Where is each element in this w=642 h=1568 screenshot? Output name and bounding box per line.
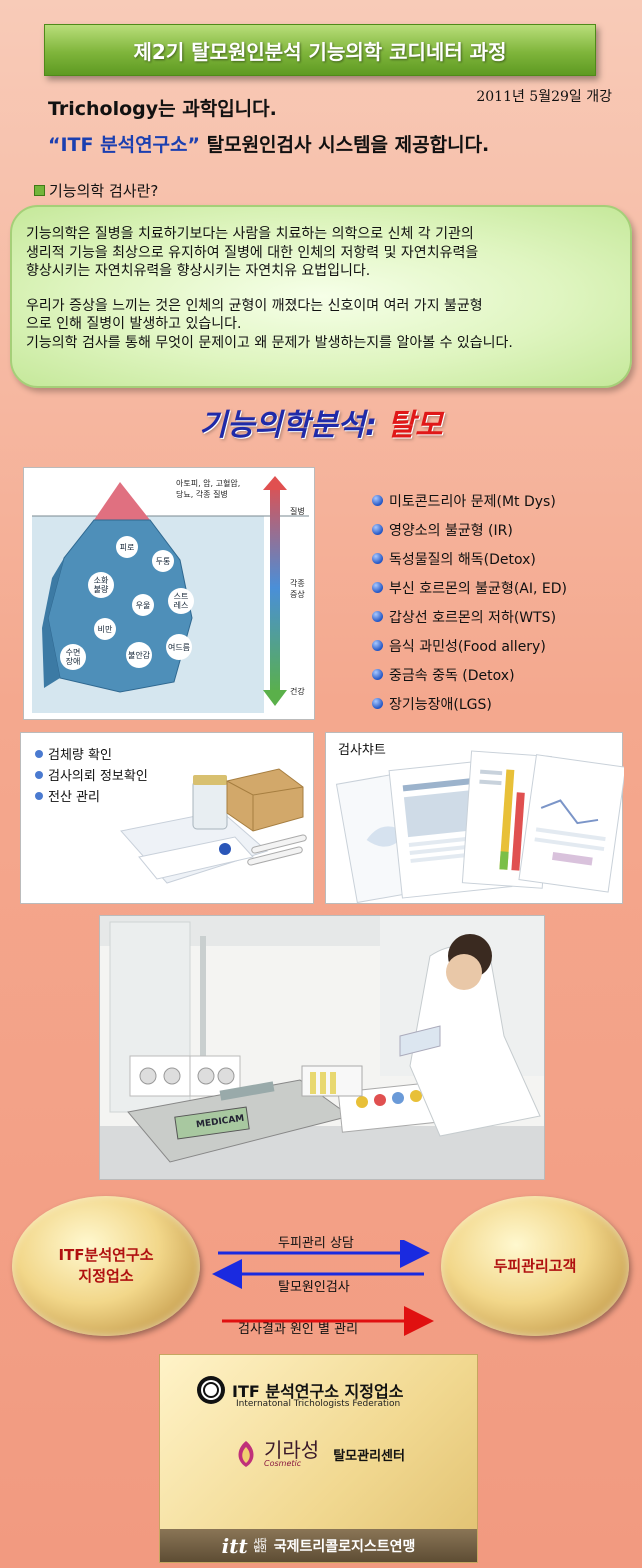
list-item-text: 중금속 중독 (Detox) bbox=[389, 667, 515, 684]
list-item: 장기능장애(LGS) bbox=[372, 689, 567, 718]
symptom-bubble: 피로 bbox=[116, 536, 138, 558]
blue-bullet-icon bbox=[372, 524, 383, 535]
lab-photo: MEDICAM bbox=[99, 915, 545, 1180]
list-item-text: 영양소의 불균형 (IR) bbox=[389, 522, 513, 539]
certificate-panel: ITF 분석연구소 지정업소 Internatonal Trichologist… bbox=[159, 1354, 478, 1563]
headline-trichology: Trichology는 과학입니다. bbox=[48, 98, 277, 120]
symptom-bubble: 우울 bbox=[132, 594, 154, 616]
symptom-bubble: 여드름 bbox=[166, 634, 192, 660]
brand-name: 기라성 bbox=[264, 1438, 320, 1462]
test-chart-panel: 검사챠트 bbox=[325, 732, 624, 904]
bullet-icon bbox=[34, 185, 45, 196]
symptom-bubble: 비만 bbox=[94, 618, 116, 640]
info-paragraph-1: 기능의학은 질병을 치료하기보다는 사람을 치료하는 의학으로 신체 각 기관의… bbox=[26, 226, 479, 279]
symptom-bubble: 스트 레스 bbox=[168, 588, 194, 614]
list-item-text: 갑상선 호르몬의 저하(WTS) bbox=[389, 609, 557, 626]
footer-small-label: 사단법인 bbox=[253, 1537, 267, 1553]
bullet-icon bbox=[35, 749, 43, 758]
blue-bullet-icon bbox=[372, 495, 383, 506]
list-item-text: 독성물질의 해독(Detox) bbox=[389, 551, 536, 568]
scale-bottom-label: 건강 bbox=[290, 687, 305, 696]
blue-bullet-icon bbox=[372, 669, 383, 680]
list-item-text: 검사의뢰 정보확인 bbox=[48, 769, 148, 784]
lab-scene-illustration bbox=[100, 916, 544, 1179]
list-item-text: 검체량 확인 bbox=[48, 748, 112, 763]
info-paragraph-2: 우리가 증상을 느끼는 것은 인체의 균형이 깨졌다는 신호이며 여러 가지 불… bbox=[26, 297, 513, 351]
test-kit-panel: 검체량 확인 검사의뢰 정보확인 전산 관리 bbox=[20, 732, 314, 904]
list-item: 미토콘드리아 문제(Mt Dys) bbox=[372, 486, 567, 515]
cert-title-row: ITF 분석연구소 지정업소 bbox=[196, 1375, 403, 1405]
flow-step-2-label: 탈모원인검사 bbox=[278, 1280, 350, 1295]
brand-subname: Cosmetic bbox=[264, 1459, 302, 1468]
customer-label: 두피관리고객 bbox=[493, 1256, 577, 1275]
cert-title: ITF 분석연구소 지정업소 bbox=[232, 1382, 404, 1401]
bullet-icon bbox=[35, 791, 43, 800]
list-item: 음식 과민성(Food allery) bbox=[372, 631, 567, 660]
itf-seal-icon bbox=[197, 1376, 225, 1404]
blue-bullet-icon bbox=[372, 582, 383, 593]
symptom-bubble: 두통 bbox=[152, 550, 174, 572]
list-item: 검사의뢰 정보확인 bbox=[35, 764, 148, 785]
report-sheets-illustration bbox=[335, 750, 624, 904]
symptom-bubble: 소화 불량 bbox=[88, 572, 114, 598]
headline-itf-rest: 탈모원인검사 시스템을 제공합니다. bbox=[200, 134, 490, 156]
cert-footer: itt 사단법인 국제트리콜로지스트연맹 bbox=[160, 1529, 477, 1562]
flow-arrows bbox=[212, 1240, 434, 1336]
blue-bullet-icon bbox=[372, 640, 383, 651]
problem-list: 미토콘드리아 문제(Mt Dys) 영양소의 불균형 (IR) 독성물질의 해독… bbox=[372, 486, 567, 718]
flow-step-1-label: 두피관리 상담 bbox=[278, 1236, 354, 1251]
brand-logo-icon bbox=[238, 1441, 254, 1467]
test-chart-title: 검사챠트 bbox=[338, 743, 386, 758]
scale-mid-label: 각종 증상 bbox=[290, 579, 305, 599]
headline-itf: “ITF 분석연구소” 탈모원인검사 시스템을 제공합니다. bbox=[48, 130, 489, 157]
kit-checklist: 검체량 확인 검사의뢰 정보확인 전산 관리 bbox=[35, 743, 148, 806]
list-item-text: 음식 과민성(Food allery) bbox=[389, 638, 546, 655]
iceberg-diagram: 아토피, 암, 고혈압, 당뇨, 각종 질병 질병 각종 증상 건강 피로 두통… bbox=[23, 467, 315, 720]
blue-bullet-icon bbox=[372, 611, 383, 622]
bullet-icon bbox=[35, 770, 43, 779]
list-item: 중금속 중독 (Detox) bbox=[372, 660, 567, 689]
customer-circle: 두피관리고객 bbox=[441, 1196, 629, 1336]
headline-itf-highlight: “ITF 분석연구소” bbox=[48, 134, 200, 156]
symptom-bubble: 불안감 bbox=[126, 642, 152, 668]
list-item-text: 장기능장애(LGS) bbox=[389, 696, 492, 713]
footer-org-name: 국제트리콜로지스트연맹 bbox=[273, 1538, 416, 1555]
analysis-title-accent: 탈모 bbox=[387, 408, 443, 443]
itt-logo: itt bbox=[221, 1533, 248, 1558]
list-item-text: 전산 관리 bbox=[48, 790, 100, 805]
flow-step-3-label: 검사결과 원인 별 관리 bbox=[238, 1322, 359, 1337]
list-item: 영양소의 불균형 (IR) bbox=[372, 515, 567, 544]
open-date: 2011년 5월29일 개강 bbox=[476, 89, 612, 105]
blue-bullet-icon bbox=[372, 553, 383, 564]
symptom-bubble: 수면 장애 bbox=[60, 644, 86, 670]
list-item-text: 미토콘드리아 문제(Mt Dys) bbox=[389, 493, 556, 510]
list-item: 전산 관리 bbox=[35, 785, 148, 806]
section-heading: 기능의학 검사란? bbox=[34, 180, 158, 201]
analysis-title: 기능의학분석: 탈모 bbox=[0, 400, 642, 444]
list-item: 부신 호르몬의 불균형(AI, ED) bbox=[372, 573, 567, 602]
list-item-text: 부신 호르몬의 불균형(AI, ED) bbox=[389, 580, 567, 597]
list-item: 갑상선 호르몬의 저하(WTS) bbox=[372, 602, 567, 631]
itf-lab-circle: ITF분석연구소 지정업소 bbox=[12, 1196, 200, 1336]
cert-subtitle: Internatonal Trichologists Federation bbox=[236, 1399, 401, 1409]
list-item: 독성물질의 해독(Detox) bbox=[372, 544, 567, 573]
section-heading-text: 기능의학 검사란? bbox=[49, 182, 159, 200]
cert-brand-row: 기라성 Cosmetic 탈모관리센터 bbox=[234, 1439, 405, 1469]
info-box: 기능의학은 질병을 치료하기보다는 사람을 치료하는 의학으로 신체 각 기관의… bbox=[10, 205, 632, 388]
course-banner: 제2기 탈모원인분석 기능의학 코디네터 과정 bbox=[44, 24, 596, 76]
blue-bullet-icon bbox=[372, 698, 383, 709]
care-center-label: 탈모관리센터 bbox=[333, 1448, 405, 1464]
brand-name-block: 기라성 Cosmetic bbox=[264, 1440, 319, 1468]
scale-top-label: 질병 bbox=[290, 507, 305, 516]
list-item: 검체량 확인 bbox=[35, 743, 148, 764]
test-kit-illustration bbox=[120, 768, 307, 884]
analysis-title-main: 기능의학분석: bbox=[199, 408, 377, 443]
itf-lab-label: ITF분석연구소 지정업소 bbox=[58, 1246, 154, 1285]
iceberg-tip-label: 아토피, 암, 고혈압, 당뇨, 각종 질병 bbox=[176, 479, 241, 499]
